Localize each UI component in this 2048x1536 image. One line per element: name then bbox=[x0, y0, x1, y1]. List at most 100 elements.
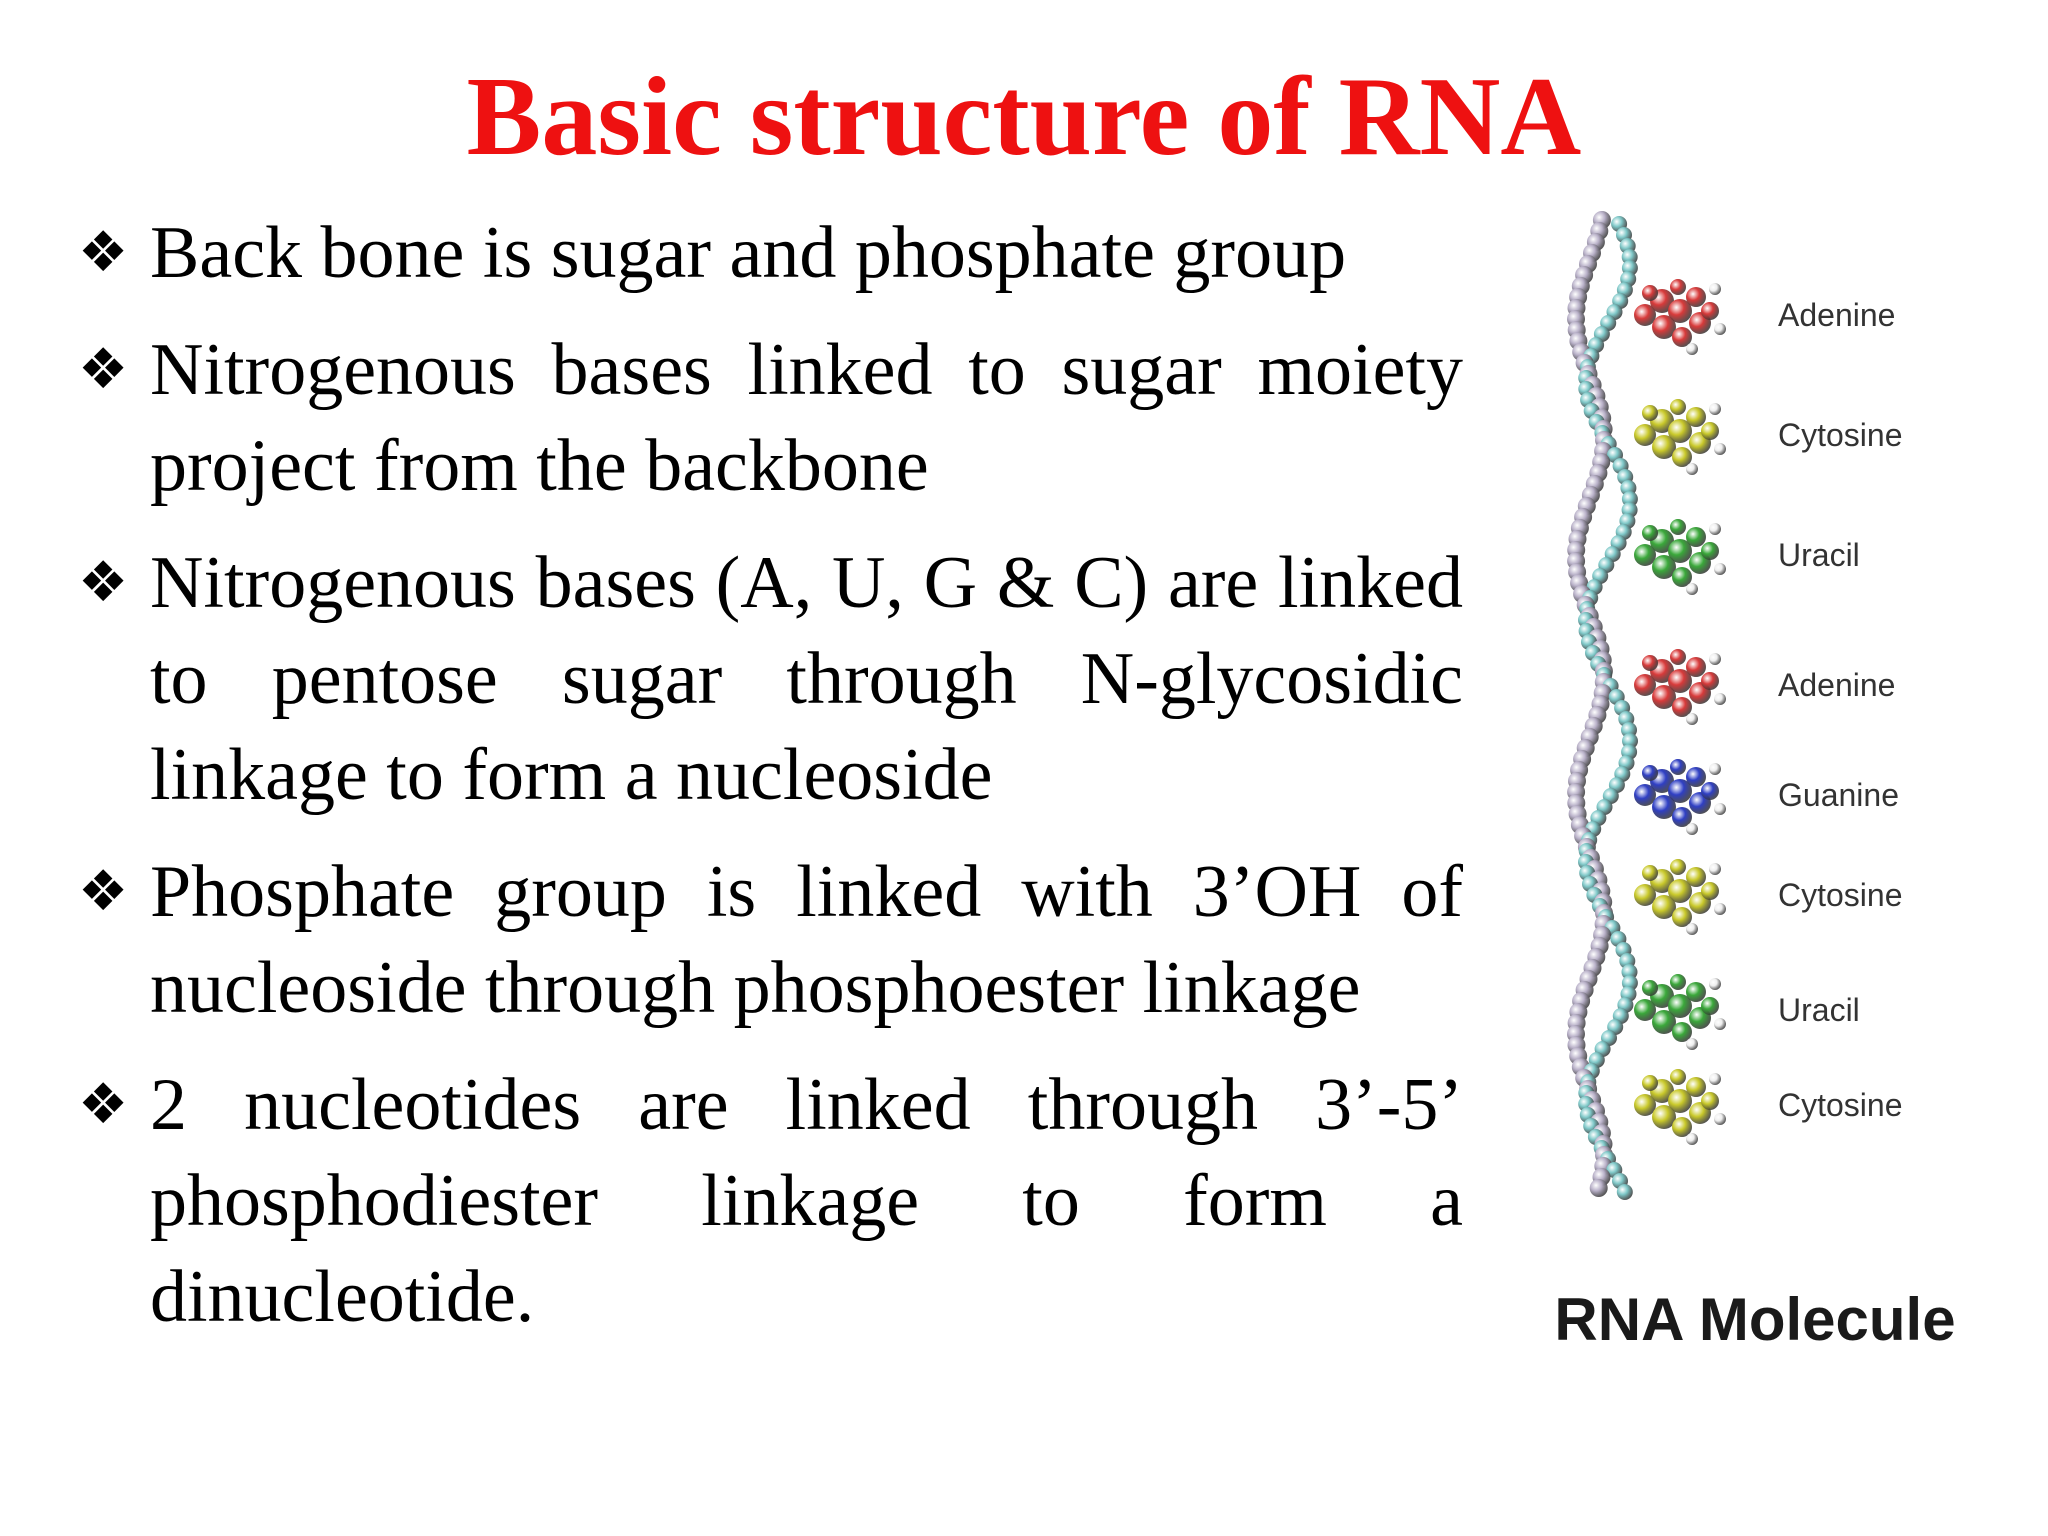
hydrogen-atom bbox=[1714, 323, 1726, 335]
base-atom bbox=[1670, 974, 1686, 990]
base-atom bbox=[1642, 1075, 1658, 1091]
base-label: Adenine bbox=[1778, 667, 1896, 703]
base-atom bbox=[1686, 287, 1706, 307]
base-atom bbox=[1701, 302, 1719, 320]
base-atom bbox=[1634, 884, 1656, 906]
base-atom bbox=[1668, 299, 1692, 323]
hydrogen-atom bbox=[1686, 1133, 1698, 1145]
bullet-text: Nitrogenous bases linked to sugar moiety… bbox=[150, 329, 1463, 507]
base-atom bbox=[1634, 1094, 1656, 1116]
base-atom bbox=[1634, 674, 1656, 696]
base-atom bbox=[1634, 424, 1656, 446]
bullet-item: ❖ Nitrogenous bases linked to sugar moie… bbox=[78, 322, 1463, 514]
base-atom bbox=[1652, 315, 1676, 339]
base-atom bbox=[1686, 867, 1706, 887]
hydrogen-atom bbox=[1686, 923, 1698, 935]
base-atom bbox=[1701, 882, 1719, 900]
hydrogen-atom bbox=[1709, 403, 1721, 415]
base-atom bbox=[1672, 807, 1692, 827]
hydrogen-atom bbox=[1709, 763, 1721, 775]
rna-molecule-illustration bbox=[1567, 211, 1726, 1200]
base-atom bbox=[1652, 555, 1676, 579]
hydrogen-atom bbox=[1714, 693, 1726, 705]
base-atom bbox=[1634, 999, 1656, 1021]
hydrogen-atom bbox=[1686, 1038, 1698, 1050]
base-atom bbox=[1642, 655, 1658, 671]
base-atom bbox=[1701, 672, 1719, 690]
bullet-list: ❖ Back bone is sugar and phosphate group… bbox=[78, 205, 1463, 1366]
base-atom bbox=[1686, 657, 1706, 677]
hydrogen-atom bbox=[1709, 978, 1721, 990]
hydrogen-atom bbox=[1709, 1073, 1721, 1085]
bullet-item: ❖ Phosphate group is linked with 3’OH of… bbox=[78, 844, 1463, 1036]
diamond-bullet-icon: ❖ bbox=[78, 1072, 129, 1137]
base-atom bbox=[1701, 1092, 1719, 1110]
base-label: Cytosine bbox=[1778, 417, 1903, 453]
hydrogen-atom bbox=[1709, 283, 1721, 295]
hydrogen-atom bbox=[1709, 863, 1721, 875]
base-atom bbox=[1668, 419, 1692, 443]
base-atom bbox=[1670, 519, 1686, 535]
base-atom bbox=[1686, 1077, 1706, 1097]
figure-caption: RNA Molecule bbox=[1554, 1286, 1956, 1353]
hydrogen-atom bbox=[1686, 823, 1698, 835]
hydrogen-atom bbox=[1686, 463, 1698, 475]
base-atom bbox=[1652, 795, 1676, 819]
hydrogen-atom bbox=[1714, 563, 1726, 575]
diamond-bullet-icon: ❖ bbox=[78, 220, 129, 285]
base-atom bbox=[1686, 767, 1706, 787]
base-atom bbox=[1672, 327, 1692, 347]
base-atom bbox=[1634, 544, 1656, 566]
base-atom bbox=[1642, 765, 1658, 781]
base-label: Cytosine bbox=[1778, 1087, 1903, 1123]
base-atom bbox=[1668, 539, 1692, 563]
base-atom bbox=[1668, 1089, 1692, 1113]
bullet-item: ❖ Back bone is sugar and phosphate group bbox=[78, 205, 1463, 301]
bullet-text: Phosphate group is linked with 3’OH of n… bbox=[150, 851, 1463, 1029]
base-atom bbox=[1701, 997, 1719, 1015]
base-atom bbox=[1670, 859, 1686, 875]
base-atom bbox=[1668, 994, 1692, 1018]
base-atom bbox=[1652, 435, 1676, 459]
hydrogen-atom bbox=[1714, 903, 1726, 915]
hydrogen-atom bbox=[1686, 583, 1698, 595]
base-atom bbox=[1672, 1022, 1692, 1042]
base-atom bbox=[1686, 407, 1706, 427]
base-atom bbox=[1672, 567, 1692, 587]
base-atom bbox=[1701, 542, 1719, 560]
bullet-text: Nitrogenous bases (A, U, G & C) are link… bbox=[150, 542, 1463, 816]
base-atom bbox=[1642, 980, 1658, 996]
base-atom bbox=[1686, 527, 1706, 547]
bullet-item: ❖ Nitrogenous bases (A, U, G & C) are li… bbox=[78, 535, 1463, 823]
hydrogen-atom bbox=[1714, 1113, 1726, 1125]
base-label: Cytosine bbox=[1778, 877, 1903, 913]
sugar-atom bbox=[1616, 1184, 1633, 1200]
base-label: Uracil bbox=[1778, 992, 1860, 1028]
hydrogen-atom bbox=[1686, 343, 1698, 355]
bullet-item: ❖ 2 nucleotides are linked through 3’-5’… bbox=[78, 1057, 1463, 1345]
base-atom bbox=[1701, 782, 1719, 800]
base-atom bbox=[1652, 1105, 1676, 1129]
hydrogen-atom bbox=[1686, 713, 1698, 725]
bullet-text: Back bone is sugar and phosphate group bbox=[150, 212, 1347, 294]
base-atom bbox=[1670, 399, 1686, 415]
base-atom bbox=[1642, 525, 1658, 541]
phosphate-atom bbox=[1589, 1179, 1608, 1197]
base-atom bbox=[1652, 895, 1676, 919]
base-atom bbox=[1686, 982, 1706, 1002]
diamond-bullet-icon: ❖ bbox=[78, 550, 129, 615]
base-atom bbox=[1701, 422, 1719, 440]
base-atom bbox=[1668, 779, 1692, 803]
base-atom bbox=[1634, 784, 1656, 806]
base-atom bbox=[1670, 649, 1686, 665]
base-atom bbox=[1670, 759, 1686, 775]
base-atom bbox=[1672, 447, 1692, 467]
base-atom bbox=[1672, 697, 1692, 717]
base-label: Adenine bbox=[1778, 297, 1896, 333]
base-atom bbox=[1642, 405, 1658, 421]
base-atom bbox=[1652, 1010, 1676, 1034]
base-atom bbox=[1672, 1117, 1692, 1137]
diamond-bullet-icon: ❖ bbox=[78, 337, 129, 402]
